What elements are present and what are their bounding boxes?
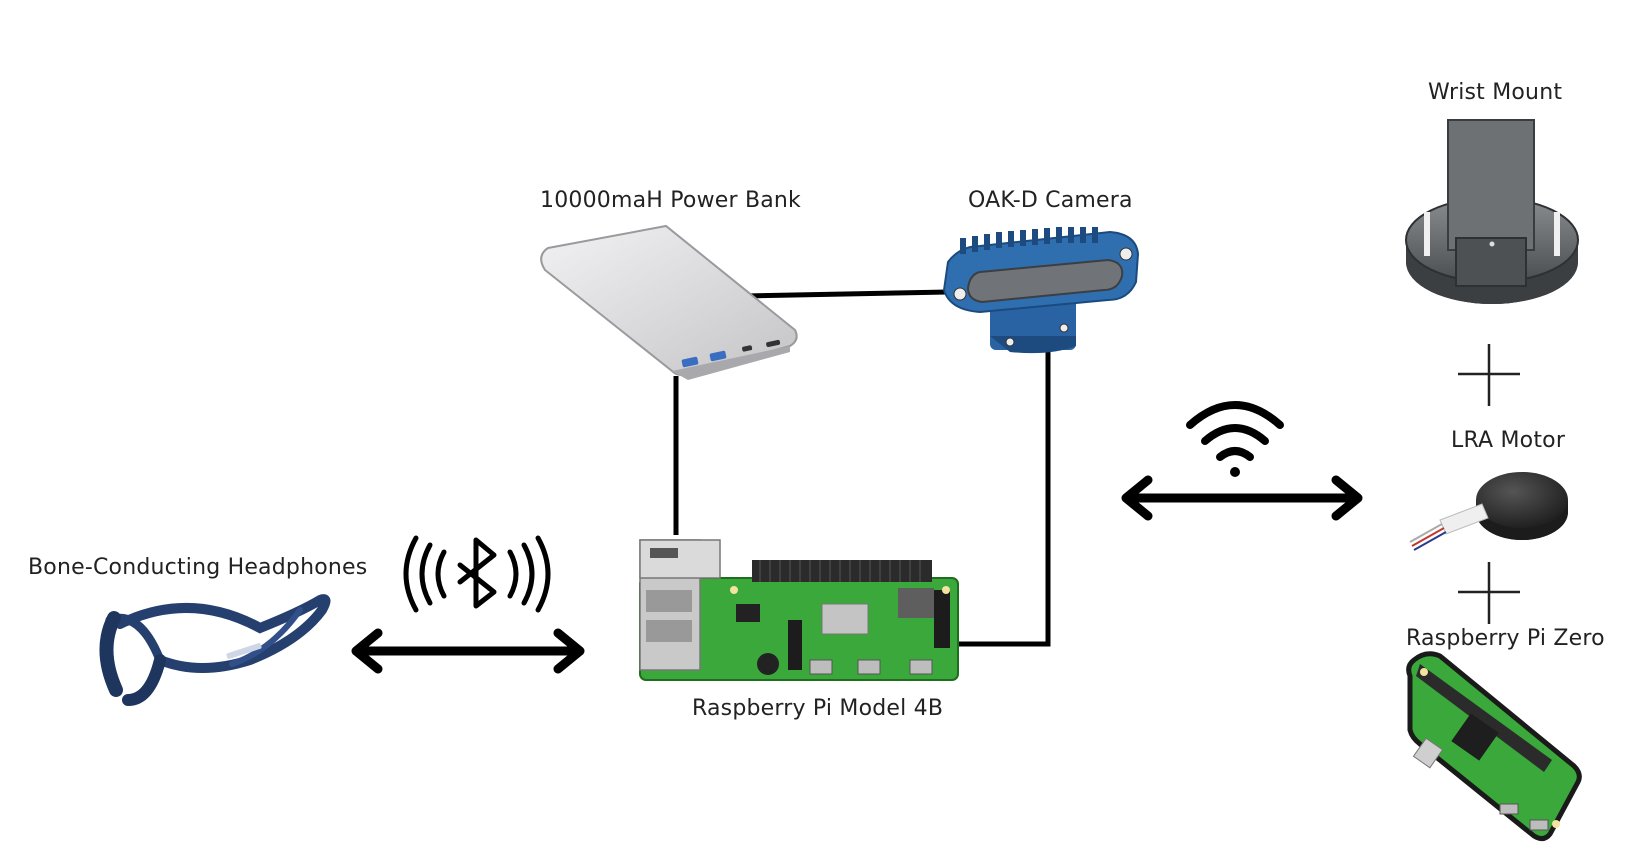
rpi-zero-label: Raspberry Pi Zero <box>1406 626 1605 651</box>
lra-motor-label: LRA Motor <box>1451 428 1566 453</box>
wrist-mount-label: Wrist Mount <box>1428 80 1563 105</box>
plus-icon <box>1458 562 1520 624</box>
oak-d-camera-image <box>942 227 1140 354</box>
raspberry-pi-zero-image <box>1406 651 1582 842</box>
wifi-icon <box>1186 401 1284 477</box>
bluetooth-link-arrow <box>351 628 585 674</box>
camera-label: OAK-D Camera <box>968 188 1133 213</box>
power-bank-image <box>540 224 798 380</box>
headphones-image <box>99 594 331 706</box>
wire-camera-rpi4 <box>955 346 1051 647</box>
headphones-label: Bone-Conducting Headphones <box>28 555 368 580</box>
lra-motor-image <box>1409 472 1568 551</box>
wifi-link-arrow <box>1121 475 1363 521</box>
bluetooth-icon <box>403 535 551 613</box>
wire-powerbank-camera <box>744 289 949 299</box>
plus-icon <box>1458 344 1520 406</box>
raspberry-pi-4b-image <box>639 539 959 681</box>
connection-wires <box>673 289 1051 647</box>
power-bank-label: 10000maH Power Bank <box>540 188 802 213</box>
wrist-mount-image <box>1405 119 1579 304</box>
rpi4-label: Raspberry Pi Model 4B <box>692 696 944 721</box>
